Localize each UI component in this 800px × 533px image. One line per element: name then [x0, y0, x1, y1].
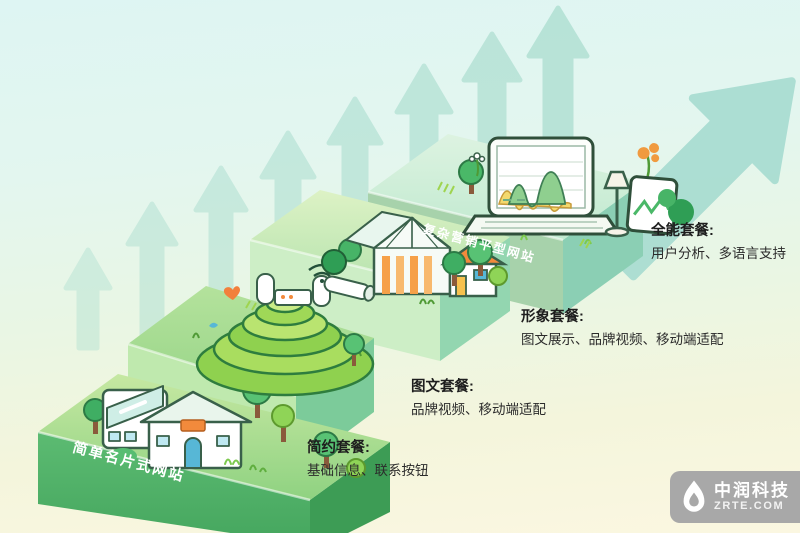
laptop-screen-chart [498, 161, 583, 212]
step3-front-face [250, 240, 440, 361]
package-label-allround: 全能套餐: 用户分析、多语言支持 [651, 224, 786, 260]
company-name: 中润科技 [714, 480, 790, 500]
smart-devices [256, 263, 336, 307]
grass-decor [224, 458, 240, 465]
terraced-hill-illustration [192, 263, 375, 397]
grass-decor [419, 298, 435, 305]
step1-side-face [310, 442, 390, 533]
greenhouse-building [343, 210, 452, 296]
heart-icon [223, 286, 240, 300]
bird-icon [209, 322, 218, 328]
package-title: 全能套餐: [651, 223, 714, 239]
bush [668, 199, 694, 225]
bush [109, 448, 137, 464]
company-website: ZRTE.COM [714, 500, 785, 513]
up-arrow-icon [63, 247, 113, 351]
step1-front-face [38, 432, 310, 533]
flame-drop-icon [683, 480, 705, 512]
tree-icon [343, 333, 365, 366]
step4-side-face [563, 182, 643, 314]
grass-decor [520, 234, 592, 245]
package-title: 图文套餐: [411, 379, 474, 395]
package-desc: 图文展示、品牌视频、移动端适配 [521, 331, 724, 347]
package-label-media: 图文套餐: 品牌视频、移动端适配 [411, 380, 546, 416]
laptop-workspace-illustration [458, 136, 694, 245]
trees-decor [249, 431, 366, 478]
package-desc: 基础信息、联系按钮 [307, 462, 429, 478]
bush [658, 189, 676, 207]
package-label-basic: 简约套餐: 基础信息、联系按钮 [307, 441, 429, 477]
brand-logo: 中润科技 ZRTE.COM [670, 471, 800, 523]
tree-icon [321, 238, 362, 275]
package-label-image: 形象套餐: 图文展示、品牌视频、移动端适配 [521, 310, 724, 346]
grass-decor [249, 464, 267, 473]
sparkle-decor [245, 181, 591, 311]
laptop-illustration [460, 136, 622, 236]
package-desc: 用户分析、多语言支持 [651, 245, 786, 261]
package-title: 简约套餐: [307, 440, 370, 456]
trees-decor [442, 239, 508, 286]
main-house [139, 390, 253, 470]
package-title: 形象套餐: [521, 309, 584, 325]
paper-scroll [323, 275, 376, 302]
lamp-illustration [603, 170, 631, 238]
flower-icon [468, 152, 486, 177]
package-desc: 品牌视频、移动端适配 [411, 401, 546, 417]
tree-icon [271, 404, 295, 442]
